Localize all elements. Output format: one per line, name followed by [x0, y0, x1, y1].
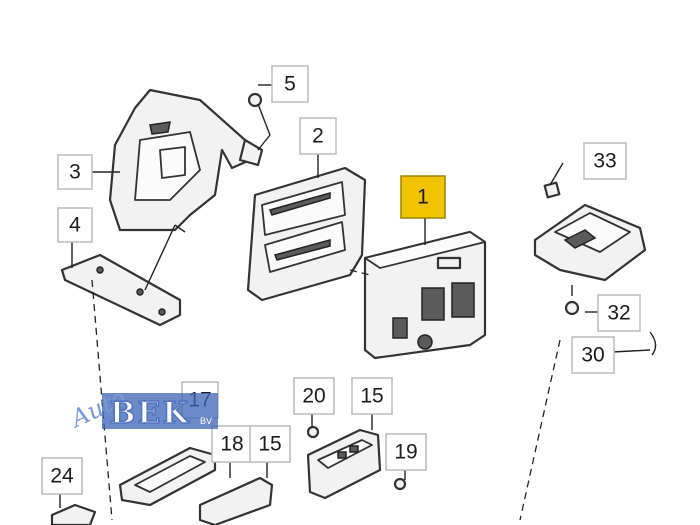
callout-2: 2 [299, 117, 337, 155]
part-33-right-bracket [533, 181, 657, 356]
callout-3: 3 [57, 154, 93, 190]
part-3-bracket [108, 88, 264, 232]
callout-30: 30 [571, 336, 615, 374]
callout-20-text: 20 [302, 385, 325, 408]
callout-32-text: 32 [607, 302, 630, 325]
callout-1-text: 1 [417, 186, 429, 209]
watermark-big-text: BEK [110, 396, 190, 431]
watermark-small-text: BV [200, 416, 212, 426]
callout-15a-text: 15 [258, 433, 281, 456]
callout-15a: 15 [249, 425, 291, 463]
callout-4-text: 4 [69, 214, 81, 237]
part-1-control-module [363, 230, 487, 360]
part-bottom-left-connector [50, 446, 274, 525]
callout-4: 4 [57, 207, 93, 243]
callout-15b: 15 [351, 377, 393, 415]
callout-30-text: 30 [581, 344, 604, 367]
callout-3-text: 3 [69, 161, 81, 184]
callout-15b-text: 15 [360, 385, 383, 408]
callout-19: 19 [385, 433, 427, 471]
callout-19-text: 19 [394, 441, 417, 464]
callout-33: 33 [583, 142, 627, 180]
callout-24-text: 24 [50, 465, 74, 488]
part-4-plate [60, 224, 186, 327]
callout-33-text: 33 [593, 150, 616, 173]
callout-5: 5 [271, 65, 309, 103]
callout-32: 32 [597, 294, 641, 332]
callout-1: 1 [400, 175, 446, 219]
callout-18: 18 [211, 425, 253, 463]
part-2-housing [246, 166, 367, 302]
watermark-logo: Auto BEK BV [65, 384, 218, 434]
callout-5-text: 5 [284, 73, 296, 96]
part-15-connector [306, 425, 407, 500]
callout-20: 20 [293, 377, 335, 415]
callout-18-text: 18 [220, 433, 243, 456]
callout-24: 24 [41, 457, 83, 495]
part-5-screw [247, 92, 271, 151]
callout-2-text: 2 [312, 125, 324, 148]
